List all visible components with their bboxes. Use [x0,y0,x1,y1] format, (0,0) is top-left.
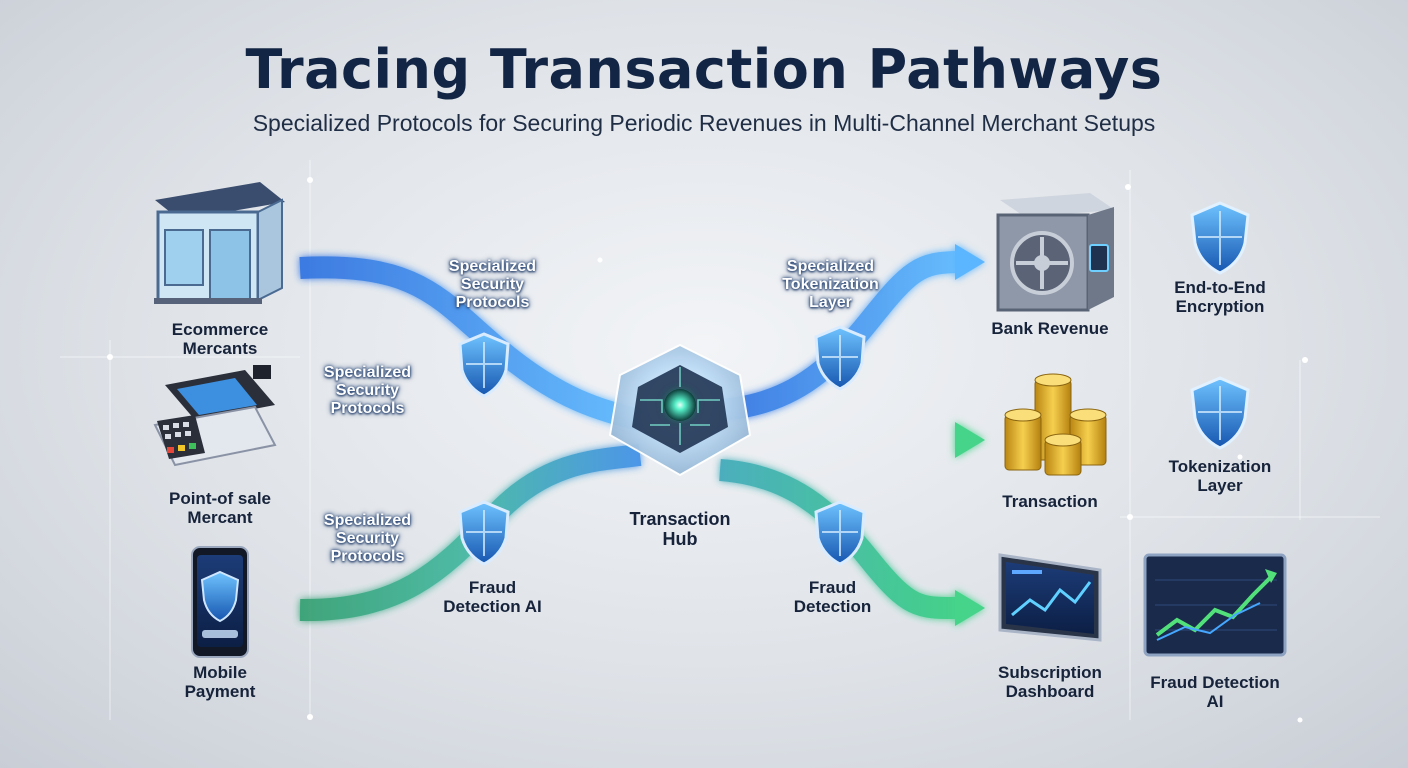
flow-lines-right [719,251,961,620]
bank-revenue-label: Bank Revenue [991,319,1109,338]
sparkles [107,177,1308,723]
mid-shields [458,325,866,566]
side-shield-encryption [1190,201,1250,275]
shield-icon [814,500,866,566]
growth-chart-icon [1143,553,1287,657]
side-shield-tokenization [1190,376,1250,450]
vault-icon [996,193,1115,312]
page-subtitle: Specialized Protocols for Securing Perio… [252,110,1156,136]
shield-icon [458,332,510,398]
flow-to-dashboard [719,459,961,620]
flow-to-bank [719,251,961,421]
arrowheads [955,244,985,626]
shield-icon [458,500,510,566]
transaction-label: Transaction [1002,492,1098,511]
arrow-dashboard [955,590,985,626]
transaction-hub-crystal [608,343,752,477]
shield-icon [814,325,866,391]
coin-stacks-icon [1004,373,1107,476]
storefront-icon [154,182,285,304]
mobile-phone-icon [191,546,249,658]
arrow-bank [955,244,985,280]
pos-terminal-icon [153,365,277,467]
dashboard-icon [998,553,1102,642]
arrow-transaction [955,422,985,458]
page-title: Tracing Transaction Pathways [245,38,1163,101]
